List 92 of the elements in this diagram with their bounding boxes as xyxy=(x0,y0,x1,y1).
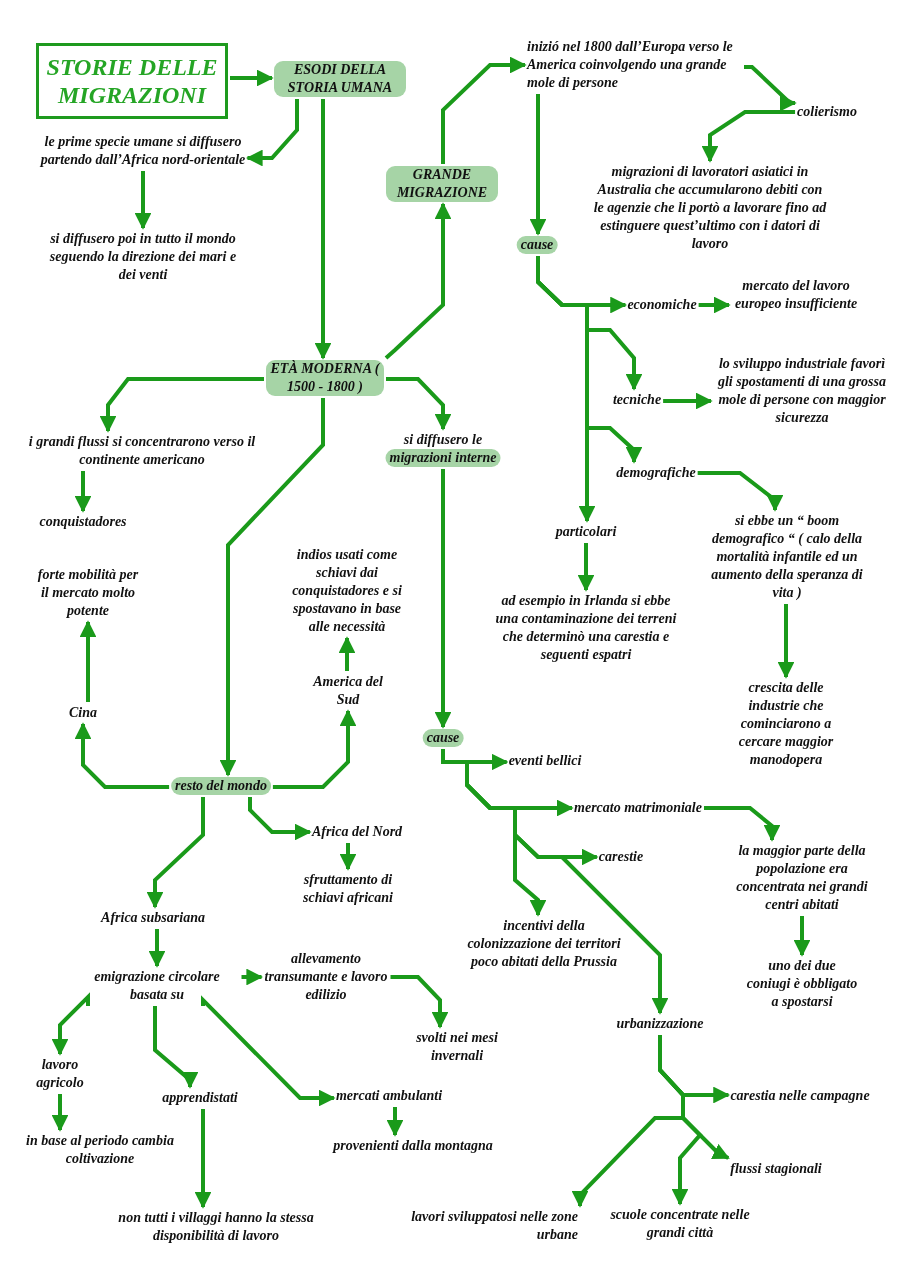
arrow xyxy=(79,620,97,702)
node-text: eventi bellici xyxy=(508,752,582,770)
arrow xyxy=(248,795,312,841)
node-text: si ebbe un “ boom demografico “ ( calo della mortalità infantile ed un aumento della speranza di vita ) xyxy=(707,512,867,602)
node-text: particolari xyxy=(555,523,617,541)
node-text: Cina xyxy=(69,704,97,722)
arrow xyxy=(230,69,274,87)
highlighted-label: migrazioni interne xyxy=(385,449,501,467)
arrow xyxy=(704,806,781,842)
arrow xyxy=(701,110,796,163)
node-text: apprendistati xyxy=(162,1089,238,1107)
title-box: STORIE DELLE MIGRAZIONI xyxy=(36,43,228,119)
arrow xyxy=(146,795,205,909)
node-text: svolti nei mesi invernali xyxy=(399,1029,515,1065)
node-text: sfruttamento di schiavi africani xyxy=(290,871,406,907)
node-text: provenienti dalla montagna xyxy=(333,1137,493,1155)
arrow xyxy=(148,929,166,968)
arrow xyxy=(697,471,784,512)
arrow xyxy=(219,398,325,777)
arrow xyxy=(134,171,152,230)
node-text: mercati ambulanti xyxy=(335,1087,443,1105)
node-text: le prime specie umane si diffusero partendo dall’Africa nord-orientale xyxy=(40,133,246,169)
node-text: la maggior parte della popolazione era concentrata nei grandi centri abitati xyxy=(722,842,882,914)
arrow xyxy=(314,99,332,360)
node-text: incentivi della colonizzazione dei territori poco abitati della Prussia xyxy=(461,917,627,971)
node-text: indios usati come schiavi dai conquistadores e si spostavano in base alle necessità xyxy=(282,546,412,636)
arrow xyxy=(441,749,669,1015)
node-text: economiche xyxy=(627,296,697,314)
node-text: demografiche xyxy=(616,464,696,482)
arrow xyxy=(245,99,299,167)
node-text: i grandi flussi si concentrarono verso il continente americano xyxy=(24,433,260,469)
node-text: Africa subsariana xyxy=(101,909,205,927)
arrow xyxy=(51,1094,69,1132)
node-text: lo sviluppo industriale favorì gli spostamenti di una grossa mole di persone con maggior sicurezza xyxy=(713,355,891,427)
node-text: flussi stagionali xyxy=(730,1160,822,1178)
arrow xyxy=(577,543,595,592)
arrow xyxy=(201,995,336,1107)
node-text: America del Sud xyxy=(308,673,388,709)
arrow xyxy=(777,604,795,679)
node-text: carestie xyxy=(598,848,644,866)
node-text: lavoro agricolo xyxy=(24,1056,96,1092)
arrow xyxy=(384,202,452,360)
node-text: migrazioni di lavoratori asiatici in Australia che accumularono debiti con le agenzie che li portò a lavorare fino ad estinguere quest’ultimo con i datori di lavoro xyxy=(592,163,828,253)
node-text: scuole concentrate nelle grandi città xyxy=(610,1206,750,1242)
node-text: allevamento transumante e lavoro edilizio xyxy=(263,950,389,1004)
arrow xyxy=(339,843,357,871)
highlighted-label: cause xyxy=(422,729,464,747)
arrow xyxy=(744,65,797,112)
arrow xyxy=(194,1109,212,1209)
node-text: tecniche xyxy=(612,391,662,409)
node-text: ad esempio in Irlanda si ebbe una contaminazione dei terreni che determinò una carestia e seguenti espatri xyxy=(493,592,679,664)
node-text: mercato matrimoniale xyxy=(574,799,702,817)
node-text: non tutti i villaggi hanno la stessa disponibilità di lavoro xyxy=(106,1209,326,1245)
arrow xyxy=(441,56,527,164)
node-text: carestia nelle campagne xyxy=(730,1087,870,1105)
arrow xyxy=(434,469,452,729)
arrow xyxy=(386,377,452,431)
node-text: Africa del Nord xyxy=(311,823,403,841)
node-text: uno dei due coniugi è obbligato a spostarsi xyxy=(746,957,858,1011)
arrow xyxy=(99,377,264,433)
arrow xyxy=(153,1006,199,1089)
highlighted-label: ETÀ MODERNA ( 1500 - 1800 ) xyxy=(266,360,384,396)
arrow xyxy=(390,975,449,1029)
node-text: si diffusero le xyxy=(402,431,484,449)
node-text: lavori sviluppatosi nelle zone urbane xyxy=(408,1208,578,1244)
arrow xyxy=(386,1107,404,1137)
highlighted-label: cause xyxy=(516,236,558,254)
node-text: in base al periodo cambia coltivazione xyxy=(20,1132,180,1168)
node-text: urbanizzazione xyxy=(616,1015,704,1033)
node-text: mercato del lavoro europeo insufficiente xyxy=(731,277,861,313)
arrow xyxy=(663,392,713,410)
node-text: forte mobilità per il mercato molto potente xyxy=(33,566,143,620)
node-text: inizió nel 1800 dall’Europa verso le America coinvolgendo una grande mole di persone xyxy=(527,38,742,92)
arrow xyxy=(338,636,356,671)
arrow xyxy=(74,471,92,513)
highlighted-label: GRANDE MIGRAZIONE xyxy=(386,166,498,202)
arrow xyxy=(529,94,547,236)
highlighted-label: ESODI DELLA STORIA UMANA xyxy=(274,61,406,97)
arrow xyxy=(698,296,731,314)
node-text: crescita delle industrie che cominciarono a cercare maggior manodopera xyxy=(723,679,849,769)
node-text: colierismo xyxy=(797,103,857,121)
arrow xyxy=(272,709,357,789)
highlighted-label: resto del mondo xyxy=(171,777,271,795)
node-text: si diffusero poi in tutto il mondo seguendo la direzione dei mari e dei venti xyxy=(40,230,246,284)
arrow xyxy=(51,992,90,1056)
arrow xyxy=(241,968,264,986)
arrow xyxy=(536,256,596,523)
arrow xyxy=(74,722,170,789)
node-text: emigrazione circolare basata su xyxy=(74,968,240,1004)
arrow xyxy=(793,916,811,957)
arrow xyxy=(658,1035,703,1206)
node-text: conquistadores xyxy=(39,513,127,531)
